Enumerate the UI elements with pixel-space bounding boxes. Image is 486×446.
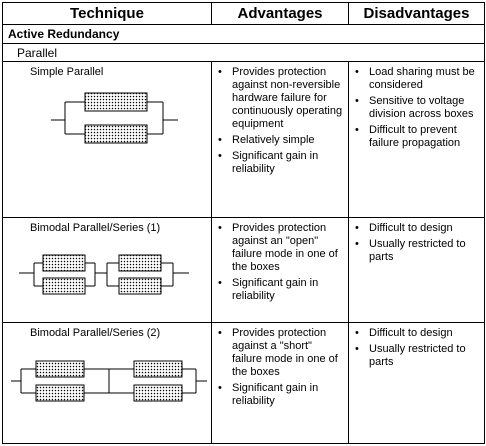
subsection-title: Parallel <box>2 43 485 62</box>
simple-parallel-diagram <box>51 92 178 144</box>
disadvantage-item: Sensitive to voltage division across box… <box>349 95 480 121</box>
technique-cell: Bimodal Parallel/Series (2) <box>2 322 212 444</box>
advantages-cell: Provides protection against a "short" fa… <box>211 322 349 444</box>
bimodal-series-2-diagram <box>11 360 207 402</box>
disadvantage-item: Difficult to design <box>349 222 480 235</box>
advantage-item: Significant gain in reliability <box>212 382 344 408</box>
advantage-item: Provides protection against non-reversib… <box>212 66 344 131</box>
advantages-cell: Provides protection against an "open" fa… <box>211 217 349 323</box>
table-row: Bimodal Parallel/Series (2) <box>2 322 485 444</box>
advantage-item: Significant gain in reliability <box>212 277 344 303</box>
technique-label: Bimodal Parallel/Series (1) <box>30 222 161 234</box>
disadvantage-item: Usually restricted to parts <box>349 238 480 264</box>
disadvantage-item: Difficult to prevent failure propagation <box>349 124 480 150</box>
header-row: Technique Advantages Disadvantages <box>2 2 485 25</box>
subsection-row: Parallel <box>2 43 485 62</box>
advantage-item: Significant gain in reliability <box>212 150 344 176</box>
disadvantages-cell: Load sharing must be considered Sensitiv… <box>348 61 485 218</box>
header-disadvantages: Disadvantages <box>348 2 485 25</box>
section-title: Active Redundancy <box>2 24 485 44</box>
header-technique: Technique <box>2 2 212 25</box>
disadvantage-item: Load sharing must be considered <box>349 66 480 92</box>
header-advantages: Advantages <box>211 2 349 25</box>
advantage-item: Provides protection against an "open" fa… <box>212 222 344 274</box>
table-row: Bimodal Parallel/Series (1) <box>2 217 485 323</box>
advantage-item: Provides protection against a "short" fa… <box>212 327 344 379</box>
advantage-item: Relatively simple <box>212 134 344 147</box>
disadvantage-item: Usually restricted to parts <box>349 343 480 369</box>
disadvantage-item: Difficult to design <box>349 327 480 340</box>
technique-label: Simple Parallel <box>30 66 104 78</box>
technique-cell: Bimodal Parallel/Series (1) <box>2 217 212 323</box>
disadvantages-cell: Difficult to design Usually restricted t… <box>348 322 485 444</box>
technique-cell: Simple Parallel <box>2 61 212 218</box>
advantages-cell: Provides protection against non-reversib… <box>211 61 349 218</box>
technique-label: Bimodal Parallel/Series (2) <box>30 327 161 339</box>
table-row: Simple Parallel <box>2 61 485 218</box>
bimodal-series-1-diagram <box>19 254 189 295</box>
section-row: Active Redundancy <box>2 24 485 44</box>
disadvantages-cell: Difficult to design Usually restricted t… <box>348 217 485 323</box>
